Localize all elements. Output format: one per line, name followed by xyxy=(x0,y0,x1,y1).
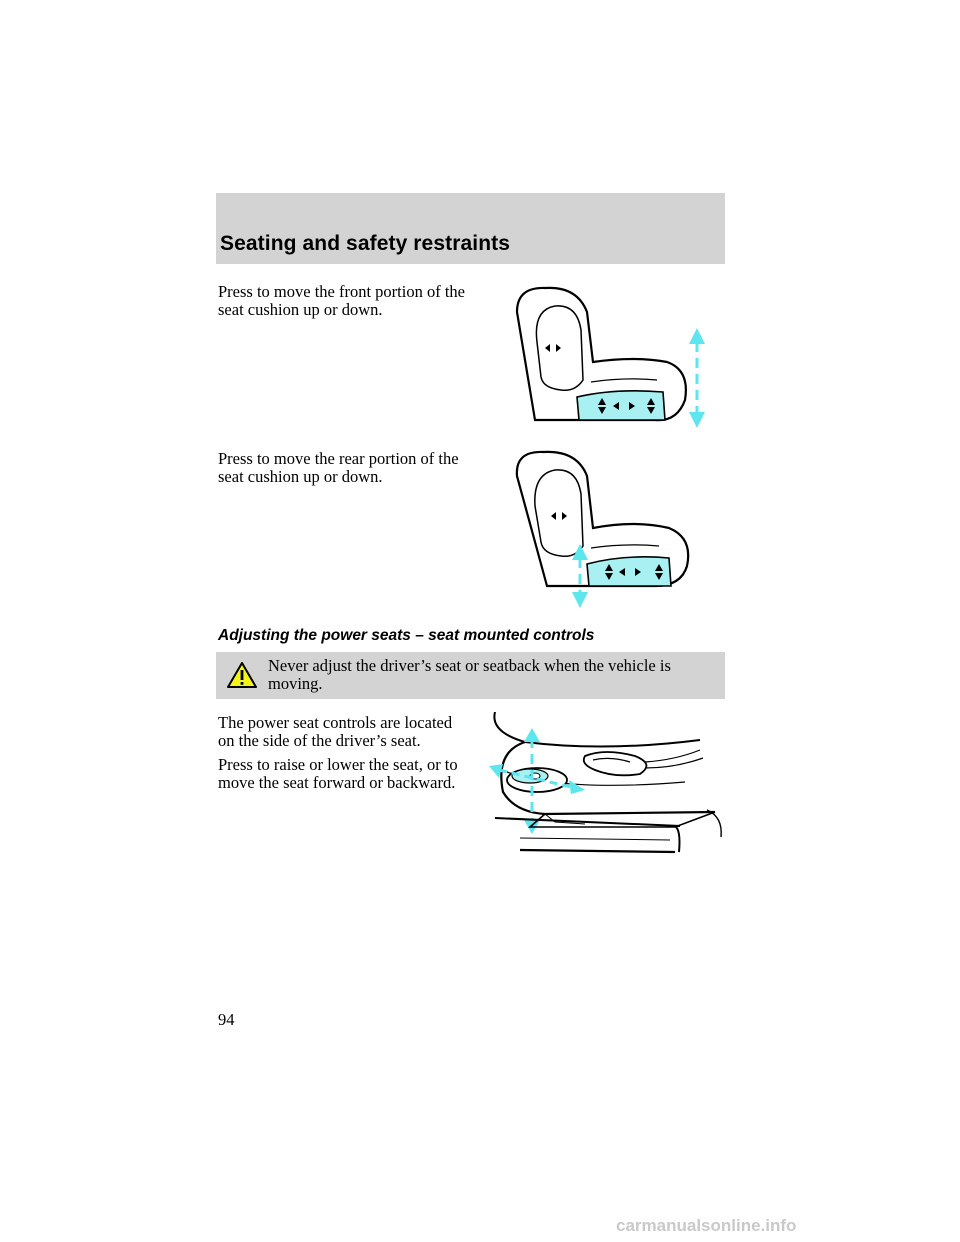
section-title: Seating and safety restraints xyxy=(220,232,510,255)
section-header-band xyxy=(216,193,725,264)
raise-lower-text: Press to raise or lower the seat, or to … xyxy=(218,755,458,792)
controls-location-text: The power seat controls are located on t… xyxy=(218,713,453,750)
front-cushion-text: Press to move the front portion of the s… xyxy=(218,282,466,319)
rear-cushion-text: Press to move the rear portion of the se… xyxy=(218,449,459,486)
warning-text: Never adjust the driver’s seat or seatba… xyxy=(268,656,671,693)
seat-front-cushion-illustration xyxy=(515,286,705,428)
subheading: Adjusting the power seats – seat mounted… xyxy=(218,627,595,644)
seat-rear-cushion-illustration xyxy=(515,450,690,608)
warning-box: Never adjust the driver’s seat or seatba… xyxy=(216,652,725,699)
seat-mounted-controls-illustration xyxy=(489,712,722,854)
page-number: 94 xyxy=(218,1010,235,1029)
watermark: carmanualsonline.info xyxy=(616,1216,797,1235)
warning-triangle-icon xyxy=(227,662,257,688)
